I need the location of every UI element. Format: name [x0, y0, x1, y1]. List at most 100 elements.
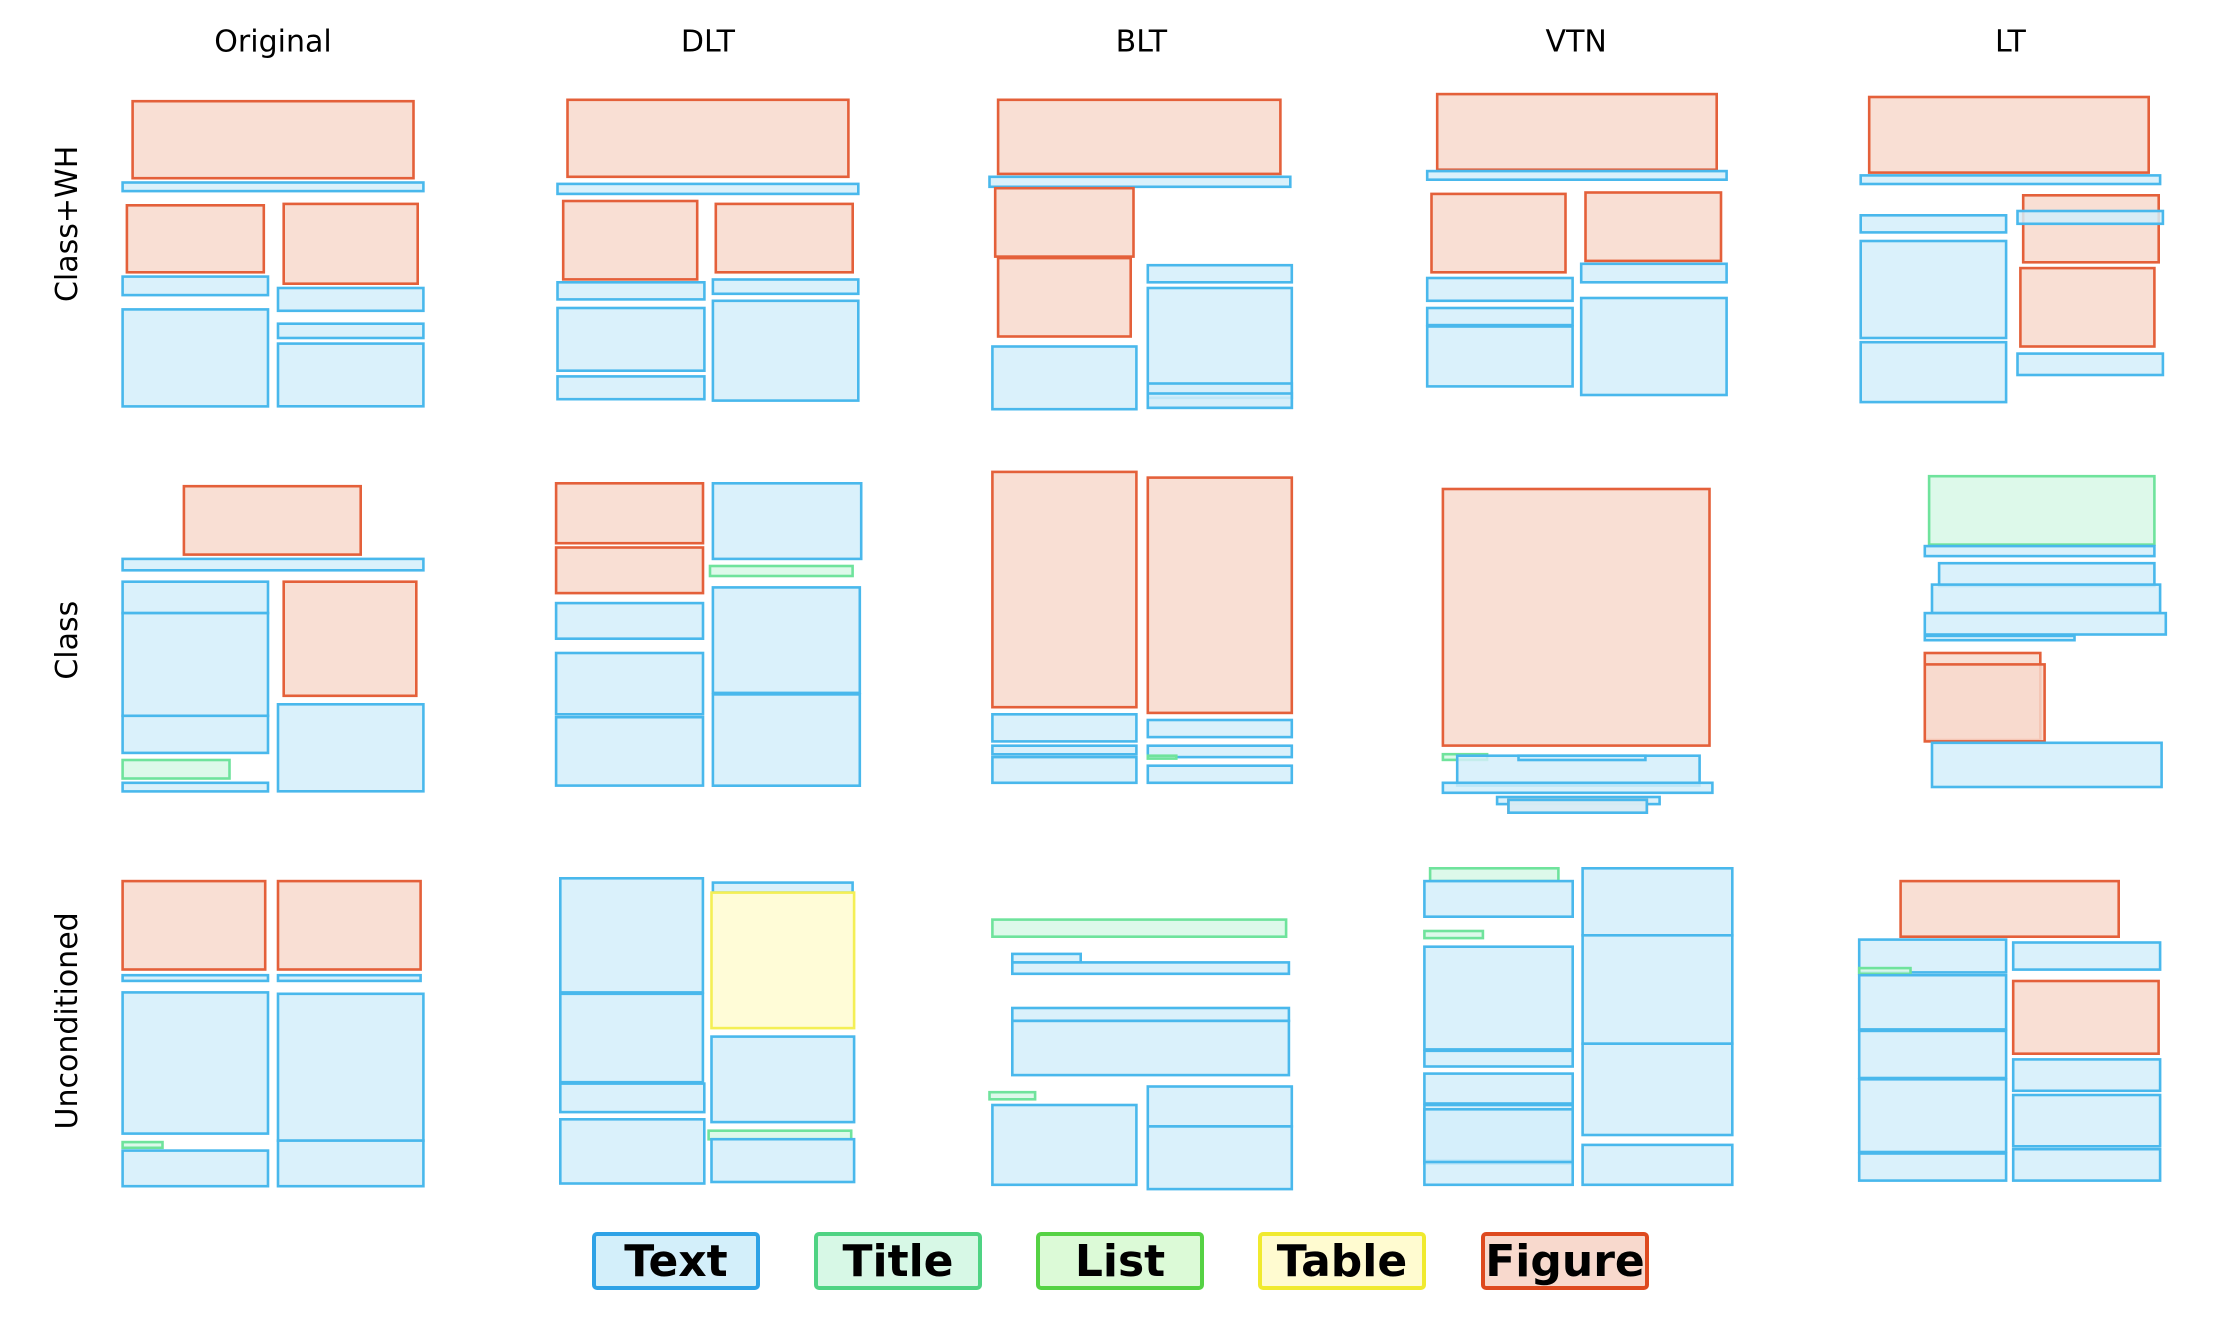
legend-item-text: Text [592, 1232, 760, 1290]
text-box [1579, 262, 1728, 284]
row-title-class-wh: Class+WH [50, 146, 85, 302]
text-box [1425, 276, 1574, 303]
text-box [1579, 296, 1728, 397]
text-box [2016, 209, 2165, 226]
figure-box [2019, 266, 2156, 348]
text-box [711, 693, 862, 788]
panel-unconditioned-lt [1857, 879, 2162, 1182]
text-box [1423, 1108, 1575, 1165]
figure-box [1867, 95, 2150, 174]
text-box [558, 1082, 706, 1114]
title-box [1927, 474, 2156, 546]
figure-box [1584, 191, 1723, 263]
text-box [554, 601, 705, 640]
figure-box [1430, 192, 1567, 274]
figure-box [554, 481, 705, 545]
panel-class-wh-original [121, 99, 425, 408]
legend-item-table: Table [1258, 1232, 1426, 1290]
text-box [991, 712, 1138, 743]
panel-class-wh-lt [1859, 95, 2165, 404]
legend-item-title: Title [814, 1232, 982, 1290]
column-title-dlt: DLT [681, 24, 736, 59]
legend-label: Table [1276, 1235, 1408, 1287]
text-box [554, 715, 705, 787]
text-box [1581, 933, 1734, 1045]
title-box [991, 918, 1288, 938]
panel-class-original [121, 484, 425, 793]
figure-box [996, 98, 1282, 176]
text-box [1423, 879, 1575, 918]
text-box [121, 1149, 270, 1188]
text-box [1517, 754, 1647, 762]
text-box [121, 991, 270, 1135]
title-box [1857, 966, 1912, 976]
text-box [1146, 744, 1294, 759]
text-box [991, 1103, 1138, 1187]
figure-box [1441, 487, 1711, 747]
figure-box [714, 202, 854, 274]
title-box [1146, 754, 1178, 760]
panel-class-wh-vtn [1425, 92, 1728, 397]
legend-label: List [1074, 1235, 1166, 1287]
figure-box [554, 546, 705, 595]
column-title-blt: BLT [1116, 24, 1168, 59]
text-box [276, 702, 425, 793]
figure-box [1435, 92, 1718, 171]
figure-box [566, 98, 850, 179]
panel-unconditioned-dlt [558, 876, 856, 1185]
figure-box [996, 256, 1132, 338]
text-box [556, 182, 860, 196]
panel-unconditioned-blt [988, 918, 1294, 1191]
text-box [1857, 1078, 2008, 1154]
text-box [1507, 798, 1649, 815]
panel-class-lt [1923, 474, 2168, 789]
text-box [276, 1139, 425, 1188]
figure-box [991, 470, 1138, 709]
text-box [991, 755, 1138, 785]
text-box [121, 973, 270, 983]
text-box [121, 580, 270, 615]
figure-box [182, 484, 362, 556]
figure-box [1146, 476, 1294, 715]
text-box [556, 280, 706, 301]
text-box [1859, 214, 2008, 234]
text-box [556, 306, 706, 373]
title-box [708, 564, 854, 578]
panel-class-wh-blt [988, 98, 1294, 411]
text-box [1423, 1072, 1575, 1105]
text-box [121, 557, 425, 572]
text-box [1146, 263, 1294, 284]
text-box [710, 1137, 856, 1184]
text-box [1425, 306, 1574, 327]
text-box [711, 278, 860, 296]
text-box [1930, 741, 2163, 789]
text-box [276, 973, 422, 983]
legend-item-figure: Figure [1481, 1232, 1649, 1290]
legend-label: Figure [1485, 1235, 1645, 1287]
text-box [1859, 340, 2008, 404]
text-box [991, 345, 1138, 411]
column-title-lt: LT [1995, 24, 2027, 59]
text-box [1581, 1042, 1734, 1137]
text-box [556, 375, 706, 401]
text-box [1923, 544, 2156, 558]
text-box [1923, 611, 2168, 636]
text-box [1423, 1049, 1575, 1068]
text-box [1923, 634, 2076, 642]
legend: Text Title List Table Figure [0, 1232, 2228, 1296]
figure-box [993, 186, 1135, 258]
row-title-unconditioned: Unconditioned [50, 912, 85, 1129]
text-box [991, 744, 1138, 756]
column-title-vtn: VTN [1546, 24, 1607, 59]
text-box [1010, 1006, 1291, 1023]
text-box [121, 781, 270, 793]
figure-box [282, 580, 418, 698]
text-box [1857, 973, 2008, 1031]
text-box [1146, 1085, 1294, 1128]
text-box [558, 1118, 706, 1185]
panel-class-dlt [554, 481, 863, 788]
figure-box [2021, 194, 2160, 264]
text-box [711, 299, 860, 402]
text-box [558, 876, 705, 994]
